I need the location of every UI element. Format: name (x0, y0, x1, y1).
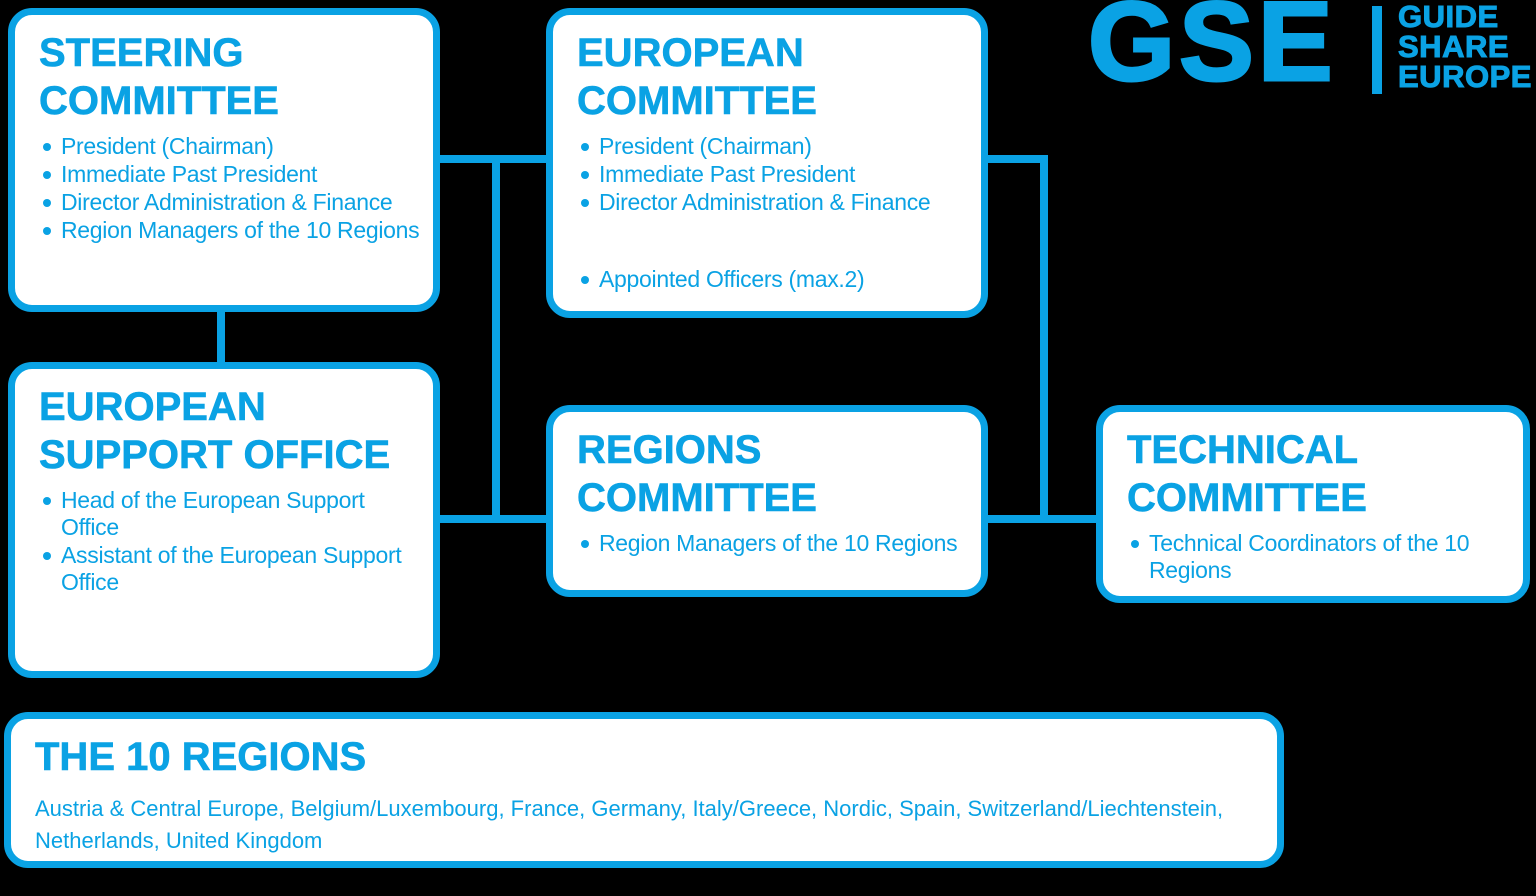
connector-left-vertical (492, 155, 500, 523)
technical-committee-box: TECHNICAL COMMITTEE Technical Coordinato… (1096, 405, 1530, 603)
connector-steering-supportoffice-v (217, 308, 225, 366)
european-committee-appointed-list: Appointed Officers (max.2) (553, 266, 981, 293)
bullet-item: Assistant of the European Support Office (43, 542, 427, 596)
bullet-item: Technical Coordinators of the 10 Regions (1131, 530, 1517, 584)
connector-right-vertical (1040, 155, 1048, 523)
european-support-office-title: EUROPEAN SUPPORT OFFICE (39, 385, 391, 478)
gse-logo-word-share: SHARE (1398, 29, 1510, 64)
the-10-regions-box: THE 10 REGIONS Austria & Central Europe,… (4, 712, 1284, 868)
bullet-item: President (Chairman) (581, 133, 975, 160)
connector-regions-technical-h (986, 515, 1098, 523)
european-committee-member-list: President (Chairman)Immediate Past Presi… (553, 133, 981, 216)
bullet-item: Region Managers of the 10 Regions (43, 217, 427, 244)
bullet-item: Region Managers of the 10 Regions (581, 530, 975, 557)
technical-committee-title: TECHNICAL COMMITTEE (1127, 428, 1368, 521)
the-10-regions-title: THE 10 REGIONS (35, 735, 367, 780)
bullet-item: Director Administration & Finance (581, 189, 975, 216)
gse-logo-acronym: GSE (1087, 0, 1337, 104)
gse-logo-divider-bar (1372, 6, 1382, 94)
technical-committee-member-list: Technical Coordinators of the 10 Regions (1103, 530, 1523, 584)
bullet-item: Immediate Past President (43, 161, 427, 188)
regions-committee-title: REGIONS COMMITTEE (577, 428, 818, 521)
bullet-item: Director Administration & Finance (43, 189, 427, 216)
bullet-item: Immediate Past President (581, 161, 975, 188)
steering-committee-member-list: President (Chairman)Immediate Past Presi… (15, 133, 433, 245)
european-committee-title: EUROPEAN COMMITTEE (577, 31, 818, 124)
steering-committee-box: STEERING COMMITTEE President (Chairman)I… (8, 8, 440, 312)
connector-european-right-h (986, 155, 1048, 163)
european-support-office-box: EUROPEAN SUPPORT OFFICE Head of the Euro… (8, 362, 440, 678)
regions-committee-member-list: Region Managers of the 10 Regions (553, 530, 981, 557)
gse-logo-word-guide: GUIDE (1398, 0, 1499, 34)
bullet-item: President (Chairman) (43, 133, 427, 160)
regions-committee-box: REGIONS COMMITTEE Region Managers of the… (546, 405, 988, 597)
connector-supportoffice-regions-h (438, 515, 548, 523)
bullet-item: Head of the European Support Office (43, 487, 427, 541)
gse-logo-wordmark: GUIDE SHARE EUROPE (1398, 0, 1532, 94)
gse-logo-word-europe: EUROPE (1398, 59, 1532, 94)
steering-committee-title: STEERING COMMITTEE (39, 31, 280, 124)
bullet-item: Appointed Officers (max.2) (581, 266, 975, 293)
the-10-regions-list-text: Austria & Central Europe, Belgium/Luxemb… (35, 796, 1224, 853)
european-committee-box: EUROPEAN COMMITTEE President (Chairman)I… (546, 8, 988, 318)
